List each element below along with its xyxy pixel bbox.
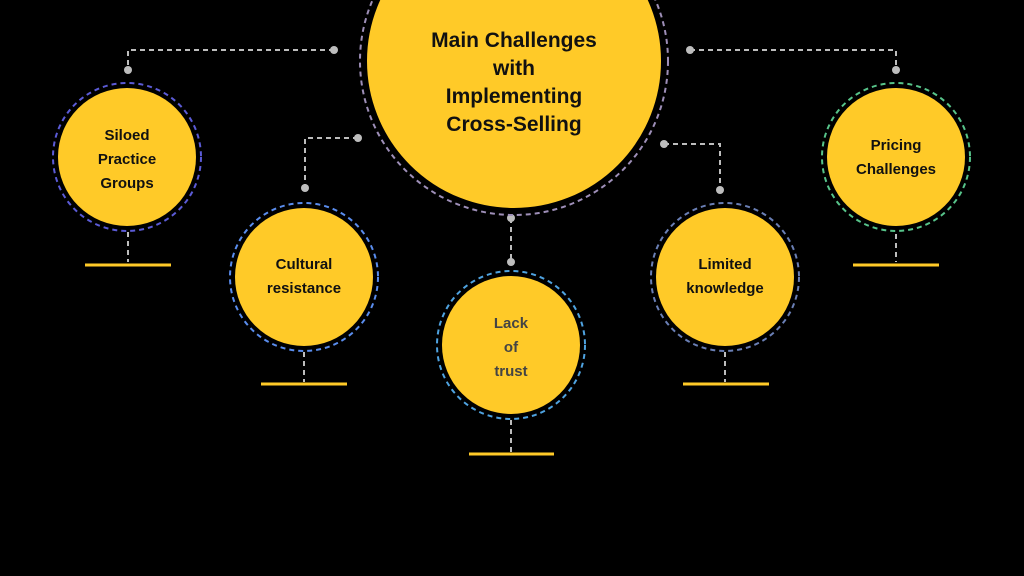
node-circle-cultural (229, 202, 379, 352)
center-circle (359, 0, 669, 216)
stand-limited (683, 352, 769, 386)
node-circle-siloed (52, 82, 202, 232)
connector-siloed (124, 46, 338, 74)
stand-trust (469, 420, 554, 456)
stand-siloed (85, 232, 171, 267)
stand-pricing (853, 234, 939, 267)
node-label-siloed: Siloed Practice Groups (97, 127, 157, 192)
node-label-trust: Lack of trust (493, 315, 529, 380)
node-label-cultural: Cultural resistance (266, 256, 342, 297)
node-circle-trust (436, 270, 586, 420)
connector-limited (660, 140, 724, 194)
connector-cultural (301, 134, 362, 192)
connector-pricing (686, 46, 900, 74)
node-label-pricing: Pricing Challenges (855, 137, 937, 178)
node-circle-pricing (821, 82, 971, 232)
stand-cultural (261, 352, 347, 386)
center-title: Main Challenges with Implementing Cross-… (431, 29, 597, 136)
node-label-limited: Limited knowledge (686, 256, 764, 297)
node-circle-limited (650, 202, 800, 352)
connector-trust (507, 214, 515, 266)
